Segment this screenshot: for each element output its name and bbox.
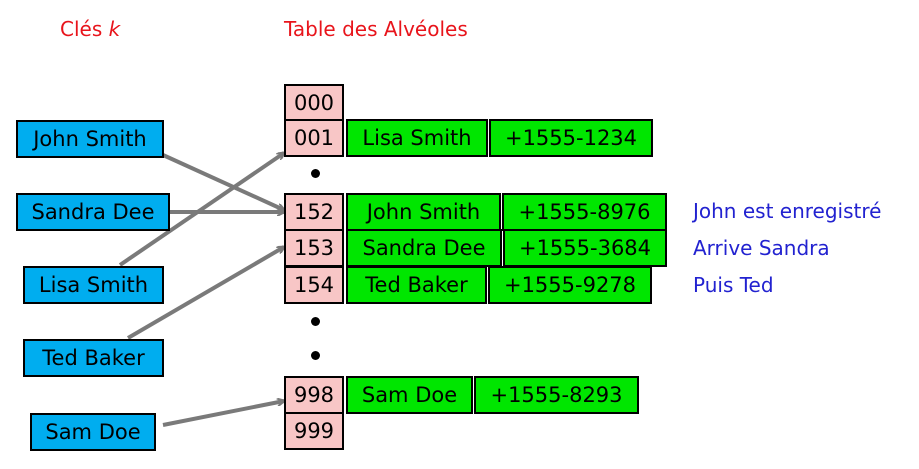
entry-name-152: John Smith: [346, 193, 501, 231]
slot-000: 000: [284, 84, 344, 121]
entry-phone-001: +1555-1234: [489, 119, 653, 157]
key-john-smith: John Smith: [16, 120, 164, 158]
slot-998: 998: [284, 376, 344, 414]
slot-001: 001: [284, 119, 344, 157]
note-john-registered: John est enregistré: [693, 199, 882, 223]
entry-name-001: Lisa Smith: [346, 119, 488, 157]
ellipsis-dot: [311, 317, 320, 326]
keys-heading: Clés k: [60, 17, 120, 41]
table-heading: Table des Alvéoles: [284, 17, 468, 41]
entry-phone-153: +1555-3684: [503, 229, 667, 267]
key-sandra-dee: Sandra Dee: [16, 193, 170, 231]
entry-phone-152: +1555-8976: [502, 193, 667, 231]
note-then-ted: Puis Ted: [693, 273, 774, 297]
slot-152: 152: [284, 193, 344, 231]
keys-heading-variable: k: [108, 17, 121, 41]
arrow-sam-doe-to-998: [162, 401, 284, 427]
entry-name-153: Sandra Dee: [346, 229, 502, 267]
entry-name-154: Ted Baker: [346, 266, 487, 304]
ellipsis-dot: [311, 351, 320, 360]
entry-phone-998: +1555-8293: [474, 376, 639, 414]
key-sam-doe: Sam Doe: [30, 413, 156, 451]
slot-999: 999: [284, 412, 344, 450]
entry-name-998: Sam Doe: [346, 376, 473, 414]
slot-154: 154: [284, 266, 344, 304]
arrow-john-smith-to-152: [162, 153, 284, 212]
ellipsis-dot: [311, 169, 320, 178]
key-ted-baker: Ted Baker: [23, 339, 164, 377]
key-lisa-smith: Lisa Smith: [23, 266, 164, 304]
entry-phone-154: +1555-9278: [488, 266, 652, 304]
note-sandra-arrives: Arrive Sandra: [693, 236, 830, 260]
arrow-lisa-smith-to-001: [118, 153, 284, 267]
slot-153: 153: [284, 229, 344, 267]
keys-heading-label: Clés: [60, 17, 103, 41]
arrow-ted-baker-to-153: [126, 245, 284, 340]
